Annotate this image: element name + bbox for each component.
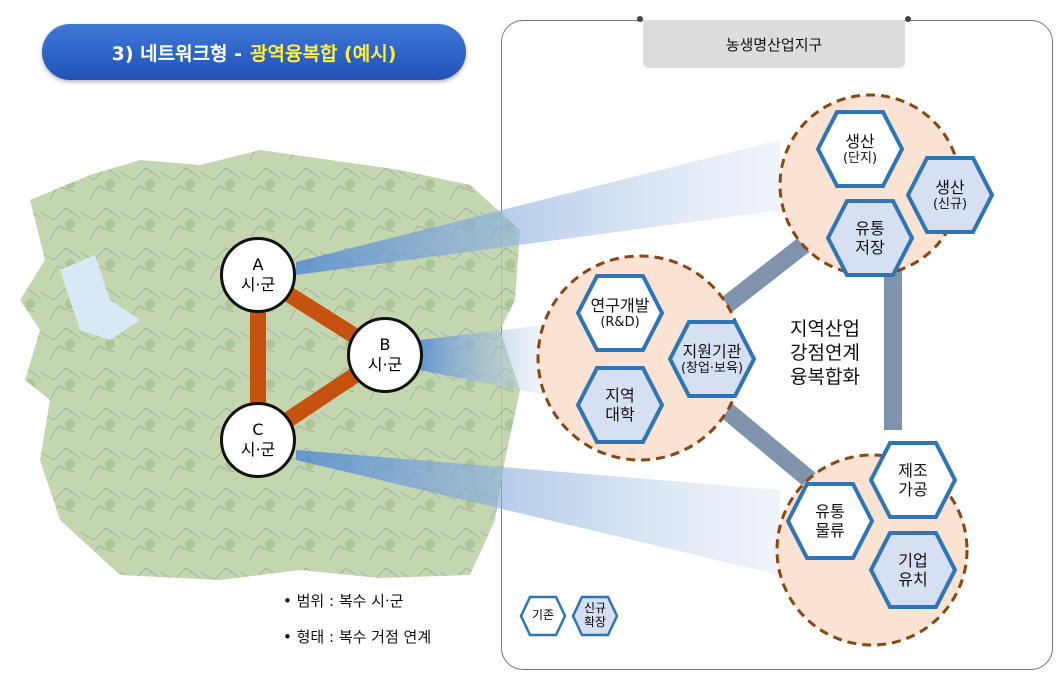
legend-existing: 기존 (517, 593, 569, 639)
hex-label: 제조 (898, 460, 928, 480)
hex-top-1: 생산(신규) (904, 154, 996, 236)
hex-sublabel: 가공 (898, 480, 928, 499)
hex-sublabel: (창업·보육) (680, 360, 744, 376)
hex-label: 지원기관 (682, 341, 742, 361)
beam-b (420, 325, 545, 395)
hex-sublabel: (단지) (842, 150, 878, 166)
link-left-bottom (714, 398, 816, 487)
hex-left-1: 지원기관(창업·보육) (666, 318, 758, 400)
hex-sublabel: (신규) (932, 196, 968, 212)
hex-label: 연구개발 (590, 295, 650, 315)
hex-sublabel: 유치 (898, 570, 928, 589)
hex-label: 지역 (605, 385, 635, 405)
hex-label: 생산 (935, 177, 965, 197)
hex-sublabel: 저장 (855, 238, 885, 257)
beam-c (296, 450, 780, 575)
hex-sublabel: (R&D) (600, 314, 640, 330)
hex-sublabel: 물류 (815, 521, 845, 540)
hex-sublabel: 대학 (605, 405, 635, 424)
coastal-water (60, 255, 140, 340)
hex-left-0: 연구개발(R&D) (574, 272, 666, 354)
beam-a (296, 140, 780, 275)
title-banner: 3) 네트워크형 - 광역융복합 (예시) (42, 24, 466, 80)
hex-label: 유통 (855, 218, 885, 238)
title-highlight: 광역융복합 (예시) (250, 42, 397, 65)
zone-label: 농생명산업지구 (643, 20, 905, 68)
hex-label: 기업 (898, 550, 928, 570)
hex-label: 유통 (815, 501, 845, 521)
pin-dot (905, 16, 911, 22)
hex-label: 생산 (845, 131, 875, 151)
bullet-scope: • 범위 : 복수 시·군 (283, 592, 404, 610)
title-prefix: 3) 네트워크형 - (111, 42, 243, 65)
hex-top-0: 생산(단지) (814, 108, 906, 190)
bullet-form: • 형태 : 복수 거점 연계 (283, 628, 432, 646)
link-left-top (714, 232, 816, 318)
network-triangle (250, 260, 400, 455)
pin-dot (637, 16, 643, 22)
